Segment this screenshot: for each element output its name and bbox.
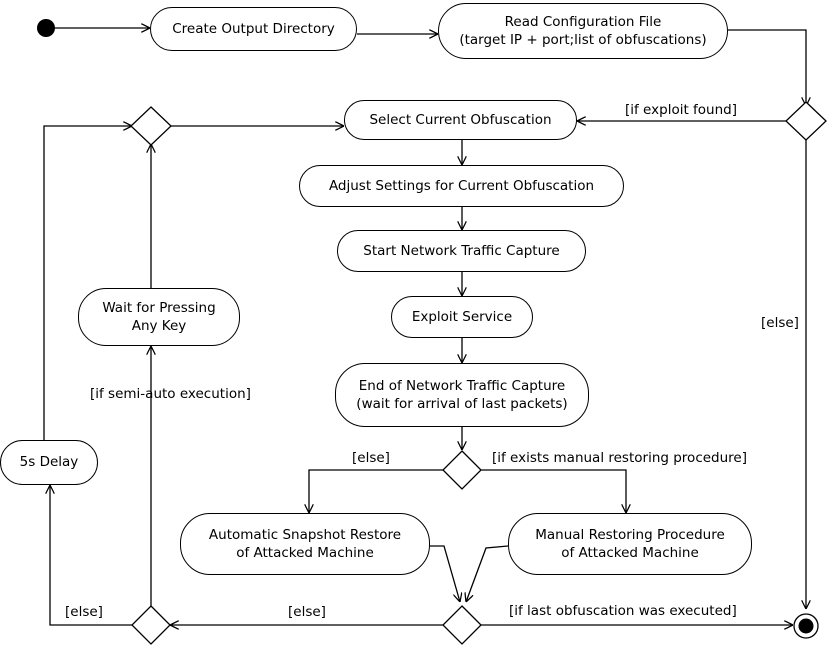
guard-else-bottom-left: [else] [65,604,103,620]
manual-restore-node: Manual Restoring Procedure of Attacked M… [508,513,752,575]
guard-else-restore: [else] [352,450,390,466]
guard-else-right: [else] [761,315,799,331]
end-capture-node: End of Network Traffic Capture (wait for… [335,363,589,427]
edge-manual-merge [466,545,509,602]
create-output-directory-node: Create Output Directory [150,7,357,51]
wait-key-node: Wait for Pressing Any Key [78,288,240,346]
merge-diamond-top [130,106,172,146]
edge-read-decision [728,29,806,106]
read-configuration-node: Read Configuration File (target IP + por… [438,3,728,59]
guard-else-bottom-mid: [else] [288,604,326,620]
decision-diamond-restore [442,450,482,490]
select-obfuscation-node: Select Current Obfuscation [344,100,577,140]
edge-left-delay [50,485,132,626]
guard-manual-exists: [if exists manual restoring procedure] [492,450,747,466]
exploit-service-node: Exploit Service [391,296,533,338]
start-capture-node: Start Network Traffic Capture [337,230,586,272]
final-node-core [798,618,814,634]
automatic-restore-node: Automatic Snapshot Restore of Attacked M… [180,513,430,575]
guard-semi-auto: [if semi-auto execution] [90,386,251,402]
adjust-settings-node: Adjust Settings for Current Obfuscation [299,165,624,207]
edge-delay-merge [43,126,132,440]
initial-node [37,19,55,37]
decision-diamond-last-obfuscation [442,605,482,645]
guard-last-obfuscation: [if last obfuscation was executed] [509,603,737,619]
edge-decision-auto [309,469,444,513]
decision-diamond-semi-auto [131,605,171,645]
edge-decision-manual [480,469,626,513]
guard-exploit-found: [if exploit found] [625,102,737,118]
delay-node: 5s Delay [0,440,98,485]
edge-auto-merge [430,545,460,602]
decision-diamond-exploit-found [785,101,827,141]
